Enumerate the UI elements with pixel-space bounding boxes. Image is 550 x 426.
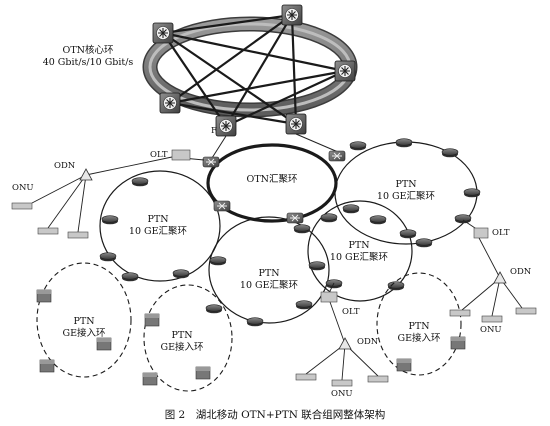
otn-node [213,200,231,212]
ptn-aggregation-ring-left [99,170,221,282]
onu-device-icon [481,315,503,323]
figure-caption: 图 2 湖北移动 OTN+PTN 联合组网整体架构 [165,408,386,421]
onu-device-icon [67,231,89,239]
olt-odn-tree-right [461,219,523,317]
access-node [195,366,211,380]
ptn-ring-type-label: 10 GE汇聚环 [330,252,388,263]
core-ring-label: OTN核心环 [63,44,114,56]
onu-device-icon [515,307,537,315]
ptn-node [246,317,264,327]
onu-label: ONU [480,325,502,335]
core-router-icon [159,92,181,114]
odn-label: ODN [357,337,379,347]
ptn-ring-type-label: 10 GE汇聚环 [377,191,435,202]
core-router-icon [281,4,303,26]
ptn-ring-label: PTN [395,179,416,190]
access-ring-type-label: GE接入环 [62,327,105,339]
ptn-node [172,269,190,279]
otn-node [202,156,220,168]
ptn-node [99,252,117,262]
onu-label: ONU [331,389,353,399]
ptn-node [342,204,360,214]
access-ring-label: PTN [73,316,94,327]
core-router-icon [215,115,237,137]
access-node [39,359,55,373]
core-router-icon [334,60,356,82]
otn-aggregation-ring-label: OTN汇聚环 [247,174,298,185]
ptn-node [205,304,223,314]
ptn-ring-type-label: 10 GE汇聚环 [129,226,187,237]
ptn-node [131,177,149,187]
onu-device-icon [331,379,353,387]
access-node [36,289,52,303]
onu-device-icon [37,227,59,235]
onu-device-icon [367,375,389,383]
core-node-f-label: F [211,126,217,136]
ptn-aggregation-ring-bottom [208,216,330,324]
core-mesh-links [162,13,346,127]
ptn-node [101,215,119,225]
ptn-aggregation-ring-center-right [307,200,413,302]
ptn-node [121,272,139,282]
onu-device-icon [295,373,317,381]
ptn-ring-label: PTN [147,214,168,225]
ptn-node [454,214,472,224]
access-node [396,358,412,372]
otn-node [286,212,304,224]
ptn-node [399,229,417,239]
olt-label: OLT [342,307,360,317]
olt-label: OLT [150,150,168,160]
odn-splitter-icon [338,337,352,350]
access-node [142,372,158,386]
onu-device-icon [449,309,471,317]
access-node [144,313,160,327]
ptn-node [349,141,367,151]
olt-label: OLT [492,228,510,238]
odn-label: ODN [54,161,76,171]
otn-node [328,150,346,162]
onu-device-icon [11,202,33,210]
odn-splitter-icon [79,168,93,181]
access-node [96,337,112,351]
core-router-icon [285,113,307,135]
core-ring-rate-label: 40 Gbit/s/10 Gbit/s [43,57,134,68]
onu-label: ONU [12,183,34,193]
odn-label: ODN [510,267,532,277]
access-ring-label: PTN [171,330,192,341]
ptn-ring-label: PTN [258,268,279,279]
access-ring-label: PTN [408,321,429,332]
ptn-node [415,238,433,248]
ptn-access-ring-middle [143,284,233,392]
ptn-node [395,138,413,148]
access-ring-type-label: GE接入环 [397,332,440,344]
ptn-node [308,261,326,271]
ptn-access-rings [36,262,462,392]
olt-device-icon [473,227,489,239]
olt-device-icon [320,291,338,303]
ptn-access-ring-left [36,262,132,378]
otn-core-ring [142,4,358,137]
ptn-node [320,213,338,223]
ptn-access-ring-right [376,272,462,376]
odn-splitter-icon [493,271,507,284]
ptn-node [293,224,311,234]
core-router-icon [152,22,174,44]
access-node [450,336,466,350]
core-to-otn-links [211,133,339,159]
ptn-node [463,188,481,198]
ptn-ring-type-label: 10 GE汇聚环 [240,280,298,291]
access-ring-type-label: GE接入环 [160,341,203,353]
ptn-node [369,215,387,225]
ptn-node [441,148,459,158]
ptn-node [295,300,313,310]
ptn-ring-label: PTN [348,240,369,251]
olt-device-icon [171,149,191,161]
ptn-node [209,256,227,266]
